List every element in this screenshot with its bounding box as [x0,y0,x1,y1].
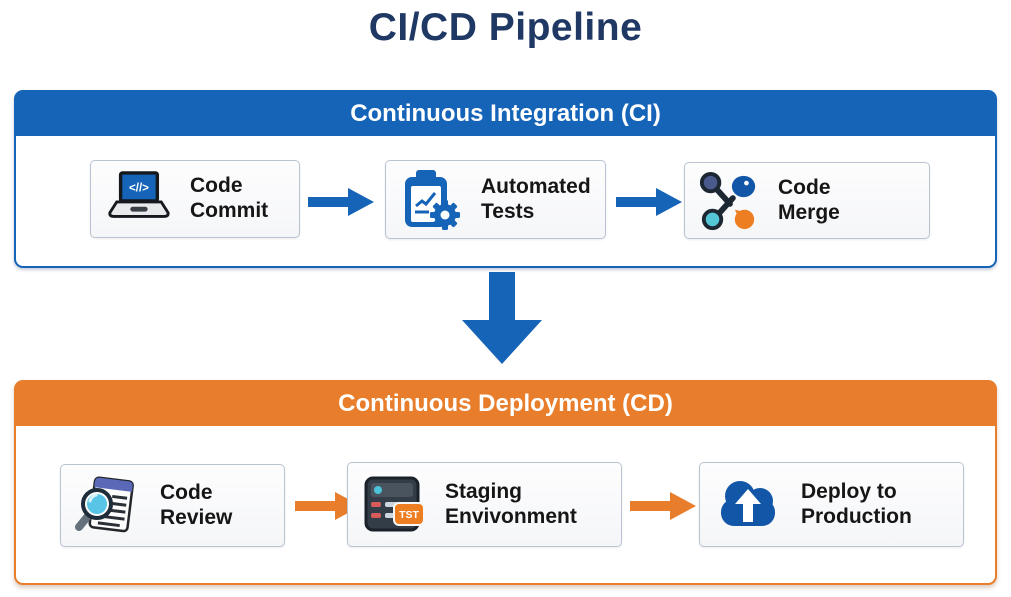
step-label: Code Review [160,480,233,529]
step-label: Deploy to Production [801,479,912,528]
step-code-merge: Code Merge [684,162,930,239]
step-staging-environment: TST Staging Envivonment [347,462,622,547]
arrow-right-icon [630,491,696,526]
ci-section-header: Continuous Integration (CI) [16,92,995,136]
cloud-upload-icon [713,476,783,534]
laptop-code-icon: <//> [104,170,172,228]
merge-nodes-icon [698,170,760,232]
flow-down-arrow-icon [462,272,542,369]
cd-section: Continuous Deployment (CD) [14,380,997,585]
arrow-right-icon [308,187,374,222]
step-code-review: Code Review [60,464,285,547]
document-magnifier-icon [74,474,142,538]
step-code-commit: <//> Code Commit [90,160,300,238]
step-label: Staging Envivonment [445,479,577,528]
arrow-right-icon [295,491,361,526]
cd-section-header: Continuous Deployment (CD) [16,382,995,426]
step-deploy-production: Deploy to Production [699,462,964,547]
arrow-right-icon [616,187,682,222]
step-automated-tests: Automated Tests [385,160,606,239]
step-label: Code Commit [190,174,269,222]
step-label: Code Merge [778,175,840,224]
step-label: Automated Tests [481,174,591,223]
clipboard-tests-gear-icon [399,168,463,232]
ci-section: Continuous Integration (CI) <//> Code Co… [14,90,997,268]
server-staging-icon: TST [361,475,427,535]
tst-badge: TST [399,509,419,521]
page-title: CI/CD Pipeline [368,6,643,49]
code-glyph: <//> [129,181,149,194]
